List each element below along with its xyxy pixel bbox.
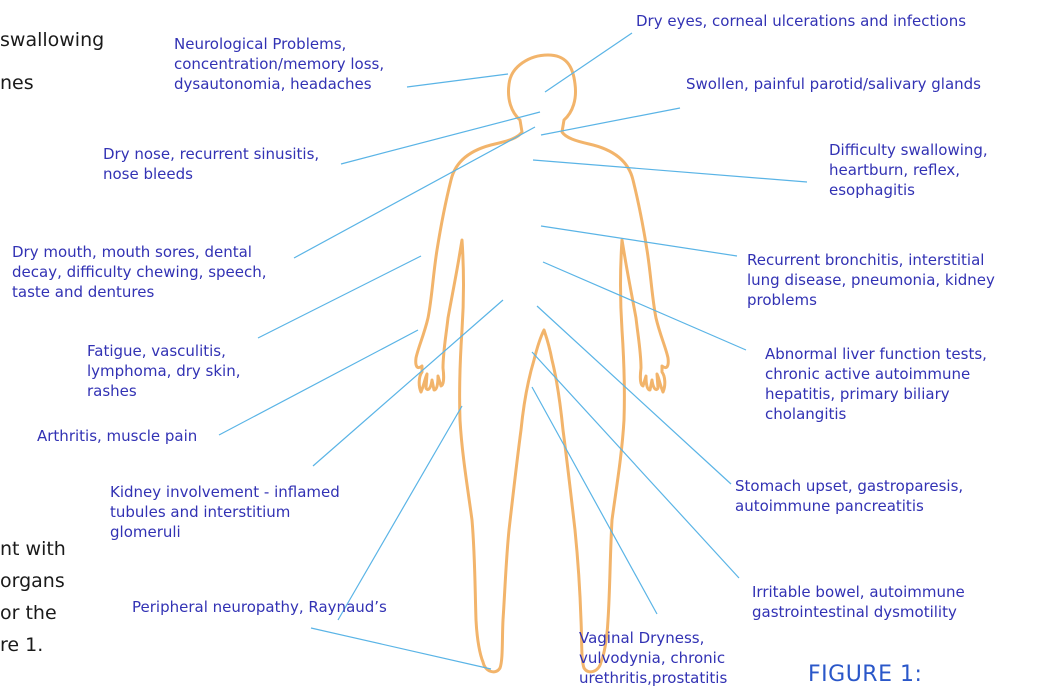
label-neurological: Neurological Problems, concentration/mem… [174,34,384,94]
leader-line-dry-eyes [545,33,632,92]
figure-title: FIGURE 1: [808,662,922,687]
leader-line-arthritis [219,330,418,435]
leader-line-neuropathy [338,406,462,620]
label-fatigue: Fatigue, vasculitis, lymphoma, dry skin,… [87,341,240,401]
label-bowel: Irritable bowel, autoimmune gastrointest… [752,582,965,622]
leader-line-fatigue [258,256,421,338]
label-vaginal: Vaginal Dryness, vulvodynia, chronic ure… [579,628,727,688]
leader-line-liver [543,262,746,350]
label-parotid: Swollen, painful parotid/salivary glands [686,74,981,94]
leader-line-parotid [541,108,680,135]
label-kidney: Kidney involvement - inflamed tubules an… [110,482,340,542]
label-bronchitis: Recurrent bronchitis, interstitial lung … [747,250,995,310]
leader-line-neurological [407,74,508,87]
leader-line-neuropathy-foot [311,628,491,669]
label-swallowing: Difficulty swallowing, heartburn, reflex… [829,140,988,200]
label-dry-eyes: Dry eyes, corneal ulcerations and infect… [636,11,966,31]
label-stomach: Stomach upset, gastroparesis, autoimmune… [735,476,963,516]
leader-line-kidney [313,300,503,466]
leader-line-bronchitis [541,226,737,256]
label-arthritis: Arthritis, muscle pain [37,426,197,446]
label-dry-nose: Dry nose, recurrent sinusitis, nose blee… [103,144,319,184]
label-dry-mouth: Dry mouth, mouth sores, dental decay, di… [12,242,267,302]
leader-lines [219,33,807,669]
leader-line-swallowing [533,160,807,182]
label-neuropathy: Peripheral neuropathy, Raynaud’s [132,597,387,617]
leader-line-bowel [532,352,739,578]
label-liver: Abnormal liver function tests, chronic a… [765,344,987,424]
leader-line-dry-mouth [294,127,535,258]
